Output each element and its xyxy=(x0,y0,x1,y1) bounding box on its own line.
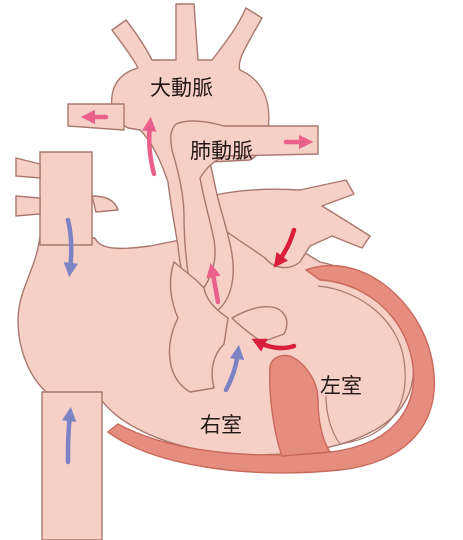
flow-arrows xyxy=(62,109,314,465)
outflow-tract xyxy=(168,261,288,393)
inferior-vena-cava xyxy=(41,391,103,540)
outflow-up-arrow xyxy=(206,262,221,305)
right-ventricle-label: 右室 xyxy=(200,413,242,437)
left-ventricle-label: 左室 xyxy=(320,374,362,398)
superior-vena-cava xyxy=(15,151,119,246)
aorta-up-arrow xyxy=(142,116,157,177)
pulmonary-vein-arrow xyxy=(273,227,297,268)
left-ventricle-wall xyxy=(106,264,436,474)
rv-up-arrow xyxy=(223,344,245,393)
ivc-up-arrow xyxy=(62,406,77,465)
svc-down-arrow xyxy=(63,217,78,278)
pulmonary-artery-label: 肺動脈 xyxy=(190,139,253,163)
aorta-label: 大動脈 xyxy=(150,76,213,100)
vsd-shunt-arrow xyxy=(251,338,297,352)
